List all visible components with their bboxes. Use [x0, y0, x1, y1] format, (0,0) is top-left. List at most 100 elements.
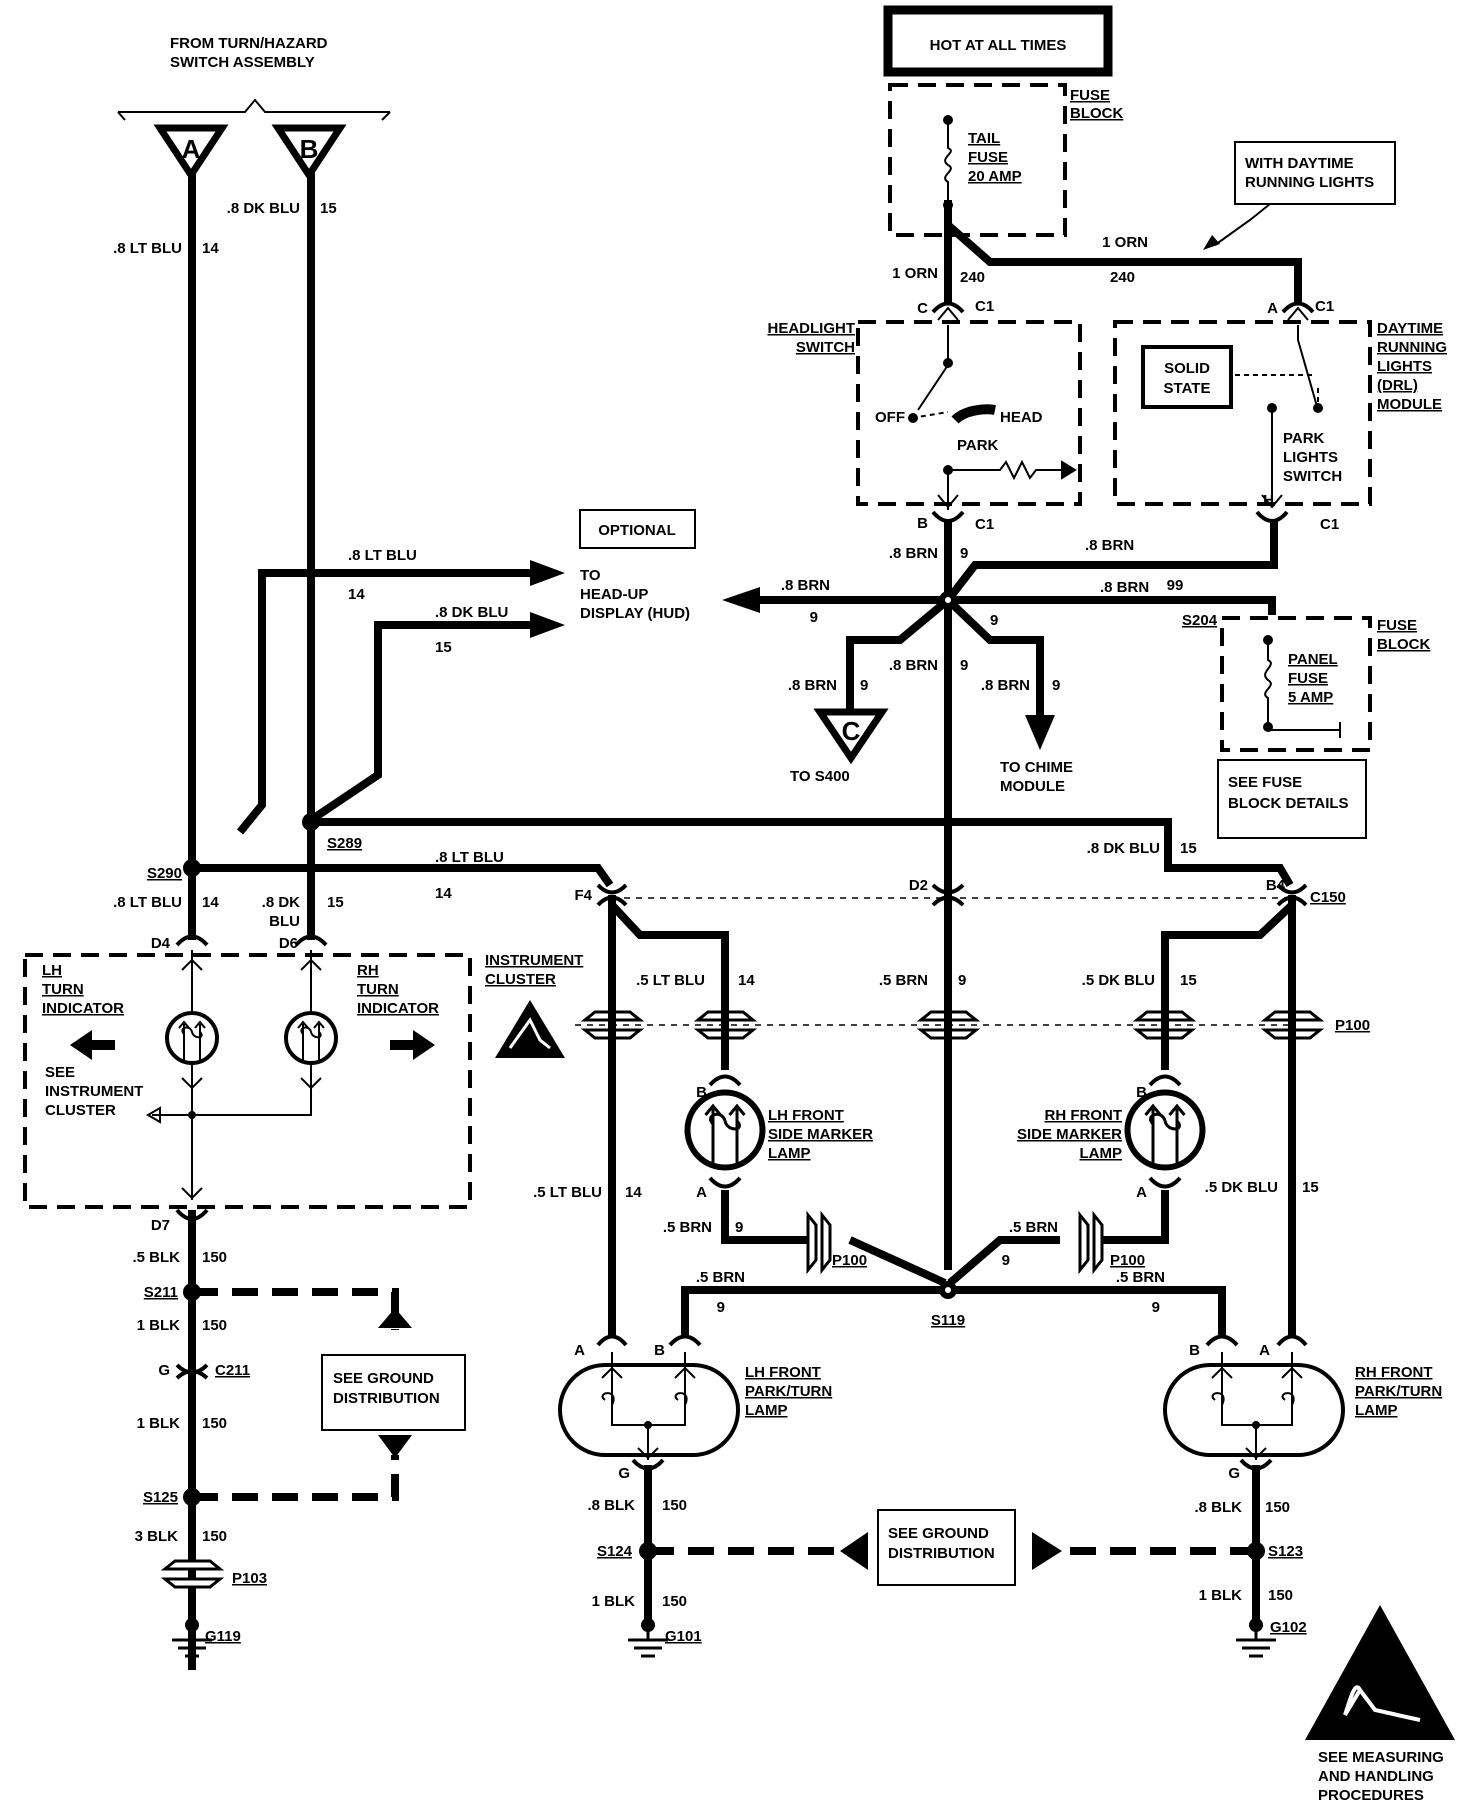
- wire-label: .8 BRN: [788, 677, 837, 694]
- svg-text:MODULE: MODULE: [1377, 396, 1442, 413]
- svg-text:TAIL: TAIL: [968, 130, 1000, 147]
- wire-label: .5 LT BLU: [636, 972, 705, 989]
- splice-s289: [302, 813, 320, 831]
- wire-label: .5 BRN: [879, 972, 928, 989]
- wire-label: 150: [662, 1497, 687, 1514]
- instrument-cluster-box: [23, 953, 472, 1209]
- right-arrow-icon: [390, 1030, 435, 1060]
- wire-label: 9: [735, 1219, 743, 1236]
- svg-text:BLOCK DETAILS: BLOCK DETAILS: [1228, 795, 1349, 812]
- wire-label: 1 BLK: [137, 1415, 181, 1432]
- svg-text:INDICATOR: INDICATOR: [42, 1000, 124, 1017]
- connector-b-label: B: [300, 134, 319, 164]
- lh-side-marker-lamp-icon: [688, 1093, 763, 1168]
- ground-arrow-down: [378, 1435, 412, 1458]
- svg-text:SEE GROUND: SEE GROUND: [333, 1370, 434, 1387]
- wire-label: .8 BLK: [587, 1497, 635, 1514]
- svg-text:RH: RH: [357, 962, 379, 979]
- svg-text:LH: LH: [42, 962, 62, 979]
- wire-label: C: [917, 300, 928, 317]
- wire-label: C150: [1310, 889, 1346, 906]
- wire-label: P100: [1110, 1252, 1145, 1269]
- svg-text:OFF: OFF: [875, 409, 905, 426]
- ground-dist-box-1: [321, 1354, 466, 1431]
- wire-label: .5 BRN: [1009, 1219, 1058, 1236]
- wire-label: .8 BLK: [1194, 1499, 1242, 1516]
- splice-s124: [639, 1542, 657, 1560]
- wire-label: B: [917, 515, 928, 532]
- panel-fuse-box: [1220, 616, 1372, 752]
- wire-label: B: [654, 1342, 665, 1359]
- wire-s290-f4: [192, 864, 614, 888]
- wire-label: 15: [1180, 840, 1197, 857]
- wire-label: B: [696, 1084, 707, 1101]
- svg-text:FUSE: FUSE: [1377, 617, 1417, 634]
- wire-label: 150: [202, 1415, 227, 1432]
- splice-s290: [183, 859, 201, 877]
- connector-c-label: C: [842, 716, 861, 746]
- wire-label: 150: [1265, 1499, 1290, 1516]
- svg-text:LIGHTS: LIGHTS: [1377, 358, 1432, 375]
- fuse-details-box: [1217, 759, 1367, 839]
- ground-dist-box-2: [877, 1509, 1016, 1586]
- svg-text:INSTRUMENT: INSTRUMENT: [485, 952, 583, 969]
- svg-text:LIGHTS: LIGHTS: [1283, 449, 1338, 466]
- wire-label: D7: [151, 1217, 170, 1234]
- wire-label: .8 LT BLU: [113, 894, 182, 911]
- wire-label: 14: [348, 586, 365, 603]
- wire-label: S290: [147, 865, 182, 882]
- wire-label: G119: [205, 1628, 241, 1645]
- title-text: HOT AT ALL TIMES: [930, 37, 1067, 54]
- wire-label: 9: [860, 677, 868, 694]
- wire-label: .8 BRN: [889, 657, 938, 674]
- wire-label: C1: [975, 298, 994, 315]
- svg-text:FUSE: FUSE: [968, 149, 1008, 166]
- wire-label: .8 DK BLU: [435, 604, 508, 621]
- svg-text:BLOCK: BLOCK: [1377, 636, 1430, 653]
- svg-text:DAYTIME: DAYTIME: [1377, 320, 1443, 337]
- p100-connectors: [160, 1010, 1325, 1589]
- wire-label: 14: [202, 894, 219, 911]
- wire-label: S289: [327, 835, 362, 852]
- splice-s125: [183, 1488, 201, 1506]
- svg-text:HEAD-UP: HEAD-UP: [580, 586, 648, 603]
- connector-lines: [575, 897, 1292, 1026]
- wire-label: 9: [960, 545, 968, 562]
- svg-text:SEE FUSE: SEE FUSE: [1228, 774, 1302, 791]
- wire-label: 150: [662, 1593, 687, 1610]
- wire-label: .5 BRN: [1116, 1269, 1165, 1286]
- wire-label: .5 LT BLU: [533, 1184, 602, 1201]
- connector-a-icon: [153, 124, 229, 182]
- headlight-switch-box: [856, 320, 1082, 506]
- ground-arrow-left: [840, 1532, 868, 1570]
- wire-label: G: [158, 1362, 170, 1379]
- svg-text:20 AMP: 20 AMP: [968, 168, 1022, 185]
- wire-label: 9: [958, 972, 966, 989]
- wire-label: D6: [279, 935, 298, 952]
- wire-label: 14: [625, 1184, 642, 1201]
- svg-text:PARK: PARK: [957, 437, 999, 454]
- wire-label: A: [1259, 1342, 1270, 1359]
- svg-text:TURN: TURN: [357, 981, 399, 998]
- wire-label: 15: [327, 894, 344, 911]
- wire-label: 1 ORN: [892, 265, 938, 282]
- svg-text:DISTRIBUTION: DISTRIBUTION: [888, 1545, 995, 1562]
- wire-label: P100: [832, 1252, 867, 1269]
- wire-label: 240: [1110, 269, 1135, 286]
- svg-text:5 AMP: 5 AMP: [1288, 689, 1333, 706]
- wire-label: .8 BRN: [981, 677, 1030, 694]
- svg-text:RUNNING LIGHTS: RUNNING LIGHTS: [1245, 174, 1374, 191]
- wire-label: 14: [738, 972, 755, 989]
- svg-text:AND HANDLING: AND HANDLING: [1318, 1768, 1434, 1785]
- wire-label: 150: [202, 1528, 227, 1545]
- svg-text:DISPLAY (HUD): DISPLAY (HUD): [580, 605, 690, 622]
- wire-label: 9: [1002, 1252, 1010, 1269]
- wire-label: S204: [1182, 612, 1218, 629]
- svg-text:LAMP: LAMP: [1080, 1145, 1123, 1162]
- svg-text:HEAD: HEAD: [1000, 409, 1043, 426]
- wire-label: 9: [1052, 677, 1060, 694]
- wire-label: D2: [909, 877, 928, 894]
- svg-text:TO CHIME: TO CHIME: [1000, 759, 1073, 776]
- esd-warning-icon-large: [1305, 1605, 1455, 1740]
- svg-text:SEE MEASURING: SEE MEASURING: [1318, 1749, 1444, 1766]
